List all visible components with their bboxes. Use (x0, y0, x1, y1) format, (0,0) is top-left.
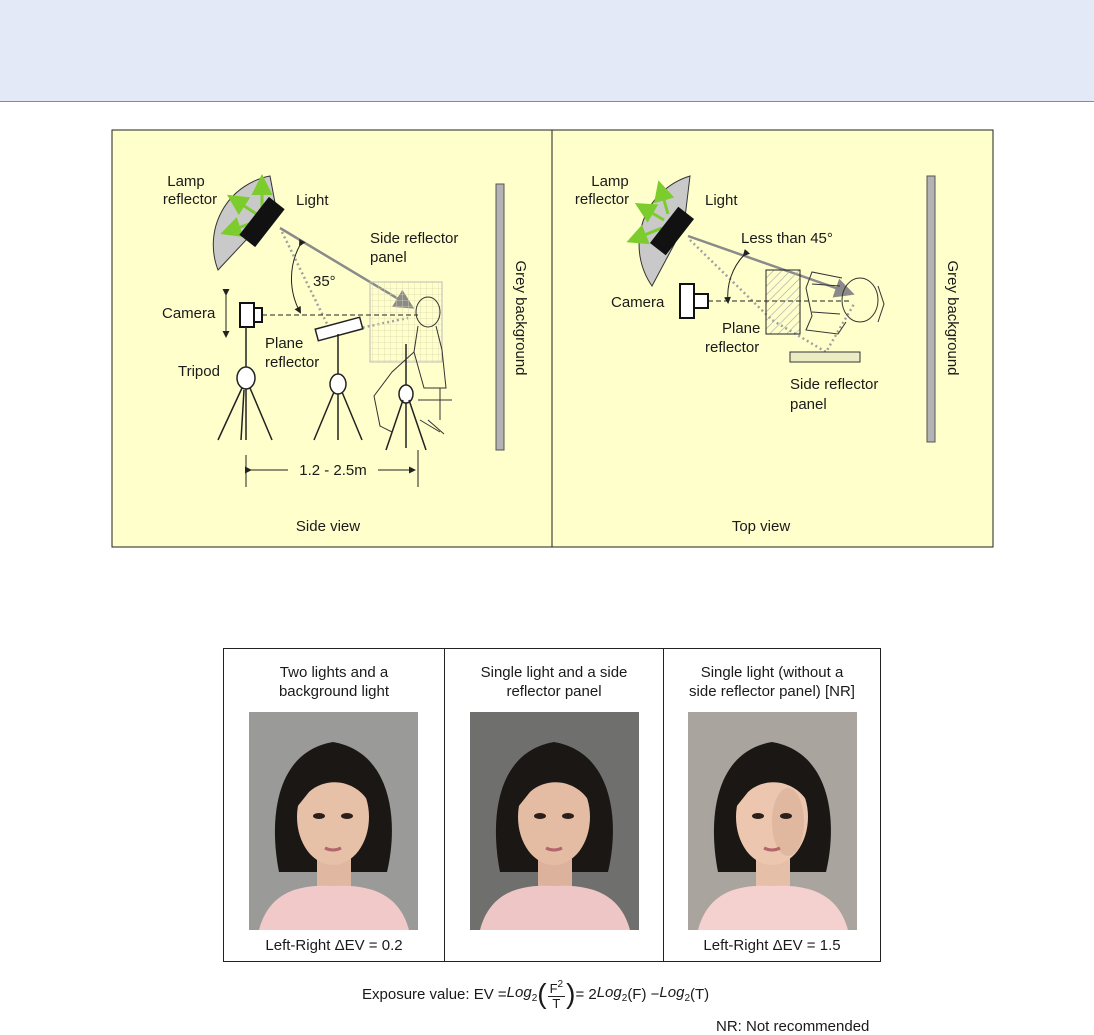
reflector-tripod-legs (313, 391, 363, 441)
tripod-label: Tripod (178, 363, 220, 380)
top-main-light-beam (687, 234, 855, 298)
top-lamp-reflector-label-1: Lamp (591, 173, 629, 190)
top-camera-label: Camera (611, 294, 665, 311)
formula-t-arg: (T) (690, 985, 710, 1003)
side-grey-background-label: Grey background (512, 260, 529, 375)
comparison-cell-side-reflector: Single light and a side reflector panel (444, 649, 663, 961)
plane-reflector-board (314, 316, 364, 342)
side-light-label: Light (296, 192, 329, 209)
angle-arc (291, 238, 306, 314)
portrait-photo-image (688, 712, 857, 930)
top-light-ray-arrow (626, 224, 663, 245)
top-lamp-reflector-label-2: reflector (575, 191, 629, 208)
side-reflector-label-2: panel (370, 249, 407, 266)
top-seated-subject (805, 271, 885, 335)
lighting-comparison-table: Two lights and a background light Left-R… (223, 648, 881, 962)
top-light-unit (649, 206, 695, 256)
formula-middle: = 2 (575, 985, 597, 1003)
distance-label: 1.2 - 2.5m (299, 462, 367, 479)
reflector-tripod-head (329, 373, 347, 395)
formula-log-2: Log (596, 984, 622, 1002)
top-grey-background-label: Grey background (944, 260, 961, 375)
top-reflected-light-path (689, 239, 856, 354)
side-angle-label: 35° (313, 273, 336, 290)
light-unit (239, 196, 285, 248)
side-view: Lamp reflector Light Side reflector pane… (162, 173, 529, 535)
formula-paren-close: ) (566, 978, 576, 1010)
top-light-label: Light (705, 192, 738, 209)
formula-log-base: 2 (531, 993, 538, 1005)
top-side-reflector-label-1: Side reflector (790, 376, 878, 393)
top-plane-reflector-label-2: reflector (705, 339, 759, 356)
formula-log-base-2: 2 (621, 993, 628, 1005)
camera-tripod-head (236, 366, 256, 390)
top-light-ray-arrow (654, 180, 675, 215)
comparison-cell-single-light: Single light (without a side reflector p… (663, 649, 880, 961)
side-plane-reflector-label-2: reflector (265, 354, 319, 371)
portrait-photo (688, 712, 857, 930)
cell-title: Two lights and a background light (278, 664, 390, 700)
side-lamp-reflector-label-1: Lamp (167, 173, 205, 190)
portrait-photo-image (470, 712, 639, 930)
cell-title: Single light (without a side reflector p… (689, 664, 855, 700)
side-view-caption: Side view (296, 518, 360, 535)
top-plane-reflector-shape (765, 269, 801, 335)
top-view-caption: Top view (732, 518, 791, 535)
grey-background-bar (495, 183, 505, 451)
top-view: Lamp reflector Light Less than 45° Camer… (575, 173, 961, 535)
top-plane-reflector-label-1: Plane (722, 320, 760, 337)
comparison-cell-two-lights: Two lights and a background light Left-R… (224, 649, 444, 961)
side-camera-label: Camera (162, 305, 216, 322)
formula-f-arg: (F) − (627, 985, 660, 1003)
cell-caption: Left-Right ΔEV = 0.2 (265, 937, 403, 954)
side-plane-reflector-label-1: Plane (265, 335, 303, 352)
formula-log-base-3: 2 (684, 993, 690, 1005)
top-angle-arc (724, 248, 750, 304)
side-reflector-label-1: Side reflector (370, 230, 458, 247)
nr-note: NR: Not recommended (716, 1018, 870, 1035)
formula-frac-sup: 2 (557, 979, 564, 990)
light-ray-arrow (226, 194, 259, 217)
formula-log-3: Log (659, 984, 685, 1002)
top-view-panel (551, 129, 994, 548)
formula-frac-den: T (552, 995, 561, 1011)
top-angle-label: Less than 45° (741, 230, 833, 247)
camera-tripod-legs (217, 387, 273, 441)
portrait-photo (470, 712, 639, 930)
formula-paren-open: ( (537, 978, 547, 1010)
panel-tripod-legs (385, 399, 427, 451)
formula-log: Log (506, 984, 532, 1002)
formula-frac-num: F (549, 980, 558, 996)
top-side-reflector-panel-shape (789, 351, 861, 363)
side-lamp-reflector-label-2: reflector (163, 191, 217, 208)
cell-title: Single light and a side reflector panel (480, 664, 628, 700)
camera-shape (239, 302, 255, 328)
top-grey-background-bar (926, 175, 936, 443)
camera-lens (253, 307, 263, 323)
top-camera-shape (679, 283, 695, 319)
portrait-photo-image (249, 712, 418, 930)
top-light-ray-arrow (634, 202, 665, 223)
portrait-photo (249, 712, 418, 930)
cell-caption: Left-Right ΔEV = 1.5 (703, 937, 841, 954)
seated-subject (373, 296, 452, 435)
header-band (0, 0, 1094, 102)
top-camera-lens (693, 293, 709, 309)
panel-tripod-head (398, 384, 414, 404)
formula-prefix: Exposure value: EV = (362, 985, 507, 1003)
photo-setup-diagram: Lamp reflector Light Side reflector pane… (111, 129, 994, 548)
top-side-reflector-label-2: panel (790, 396, 827, 413)
side-view-panel (111, 129, 553, 548)
